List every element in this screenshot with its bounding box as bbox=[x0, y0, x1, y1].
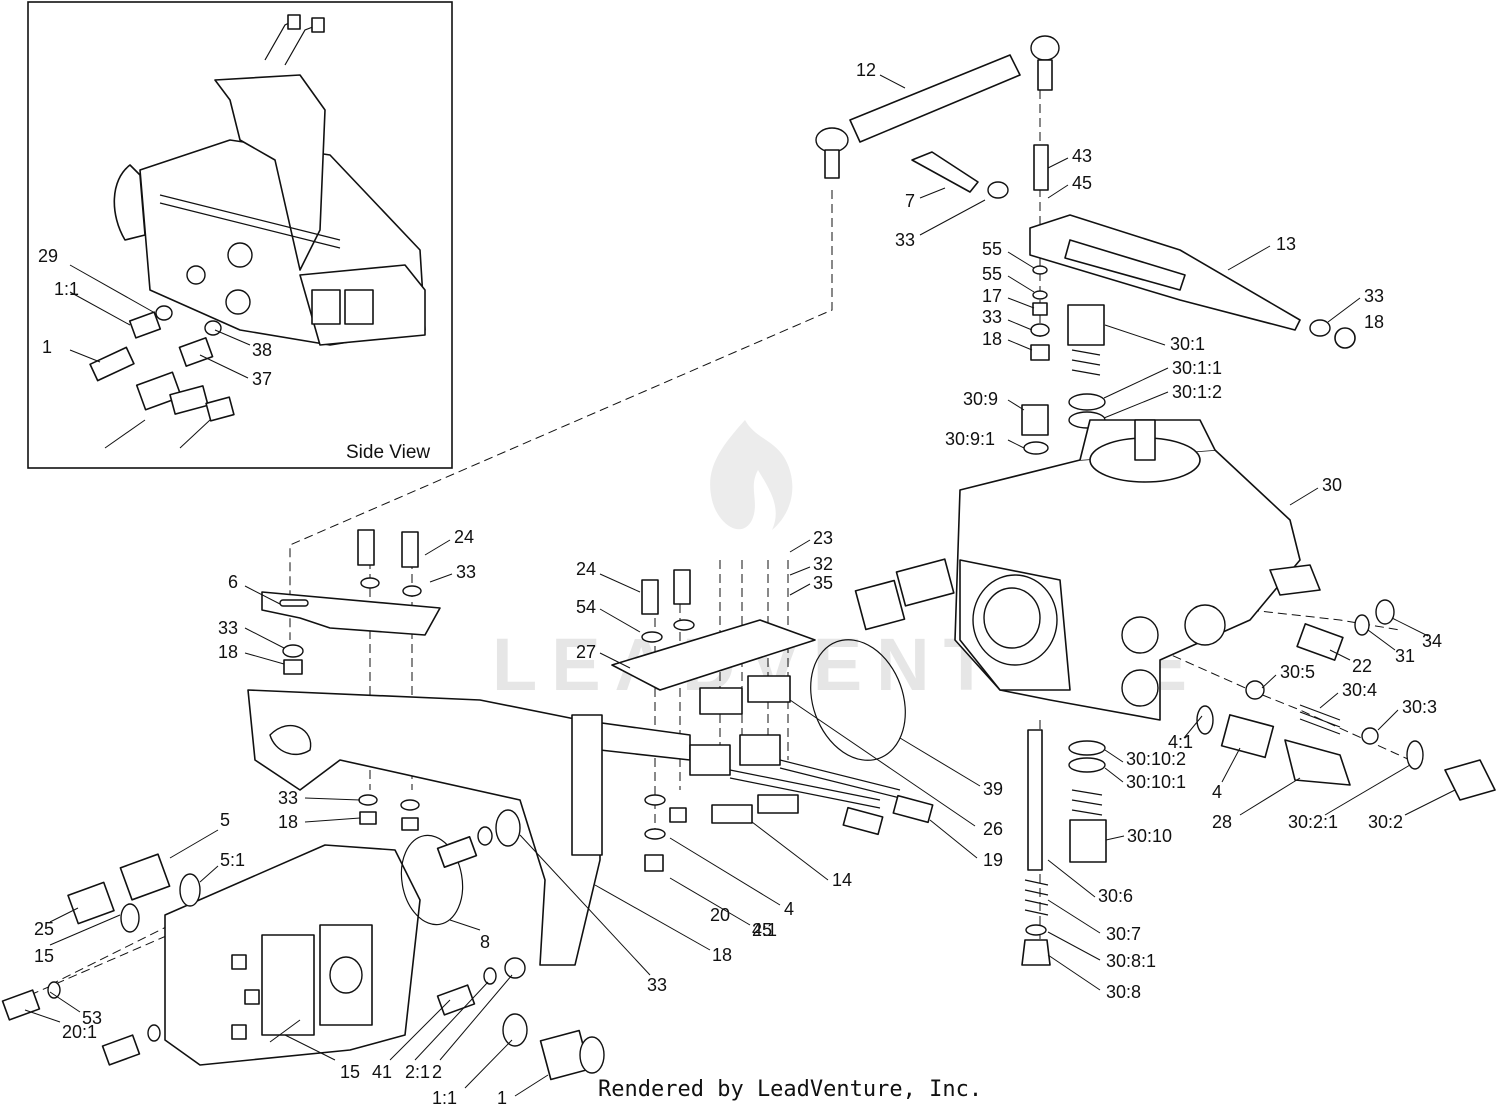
callout: 4 bbox=[1212, 782, 1222, 802]
callout: 19 bbox=[983, 850, 1003, 870]
callout: 5 bbox=[220, 810, 230, 830]
callout: 38 bbox=[252, 340, 272, 360]
callout: 22 bbox=[1352, 656, 1372, 676]
callout: 15 bbox=[340, 1062, 360, 1082]
inset-fittings bbox=[89, 305, 235, 422]
linkage-rod bbox=[815, 35, 1060, 179]
callout: 33 bbox=[278, 788, 298, 808]
side-view-caption: Side View bbox=[346, 442, 430, 463]
callout: 2:1 bbox=[405, 1062, 430, 1082]
callout: 23 bbox=[813, 528, 833, 548]
callout: 30:9:1 bbox=[945, 429, 995, 449]
callout: 4:1 bbox=[1168, 732, 1193, 752]
callout: 31 bbox=[1395, 646, 1415, 666]
callout: 43 bbox=[1072, 146, 1092, 166]
callout: 1 bbox=[497, 1088, 507, 1107]
control-spool-stack bbox=[1021, 729, 1107, 966]
sensor-assembly bbox=[689, 675, 934, 836]
callout: 30:2 bbox=[1368, 812, 1403, 832]
callout: 33 bbox=[982, 307, 1002, 327]
callout: 1 bbox=[42, 337, 52, 357]
callout: 25 bbox=[34, 919, 54, 939]
callout: 30:8:1 bbox=[1106, 951, 1156, 971]
callout: 30:6 bbox=[1098, 886, 1133, 906]
callout: 18 bbox=[218, 642, 238, 662]
callout: 1:1 bbox=[54, 279, 79, 299]
callout: 30:1:1 bbox=[1172, 358, 1222, 378]
callout: 4 bbox=[784, 899, 794, 919]
rendered-by-credit: Rendered by LeadVenture, Inc. bbox=[598, 1077, 982, 1102]
callout: 55 bbox=[982, 239, 1002, 259]
callout: 30:7 bbox=[1106, 924, 1141, 944]
callout: 20 bbox=[710, 905, 730, 925]
callout: 54 bbox=[576, 597, 596, 617]
callout-leaders bbox=[24, 74, 1456, 1097]
callout: 24 bbox=[576, 559, 596, 579]
callout: 30:3 bbox=[1402, 697, 1437, 717]
callout: 33 bbox=[218, 618, 238, 638]
callout: 30:5 bbox=[1280, 662, 1315, 682]
callout: 32 bbox=[813, 554, 833, 574]
callout: 41 bbox=[372, 1062, 392, 1082]
callout: 30:2:1 bbox=[1288, 812, 1338, 832]
callout: 13 bbox=[1276, 234, 1296, 254]
callout: 27 bbox=[576, 642, 596, 662]
callout: 35 bbox=[813, 573, 833, 593]
callout: 33 bbox=[647, 975, 667, 995]
callout: 18 bbox=[712, 945, 732, 965]
callout: 8 bbox=[480, 932, 490, 952]
bolt-7 bbox=[911, 151, 1009, 199]
mounting-plates bbox=[261, 529, 816, 691]
callout: 29 bbox=[38, 246, 58, 266]
callout: 18 bbox=[982, 329, 1002, 349]
pump-bracket bbox=[247, 689, 691, 966]
callout: 24 bbox=[454, 527, 474, 547]
callout: 30 bbox=[1322, 475, 1342, 495]
callout: 5:1 bbox=[220, 850, 245, 870]
callout: 33 bbox=[1364, 286, 1384, 306]
callout: 30:1:2 bbox=[1172, 382, 1222, 402]
callout-labels: 12 43 45 7 33 13 55 55 17 33 18 33 18 30… bbox=[34, 60, 1442, 1107]
callout: 30:9 bbox=[963, 389, 998, 409]
callout: 30:10:2 bbox=[1126, 749, 1186, 769]
callout: 55 bbox=[982, 264, 1002, 284]
o-ring-39 bbox=[810, 639, 906, 761]
callout: 33 bbox=[456, 562, 476, 582]
callout: 39 bbox=[983, 779, 1003, 799]
callout: 15 bbox=[34, 946, 54, 966]
callout: 7 bbox=[905, 191, 915, 211]
gear-pump-fittings bbox=[1, 809, 605, 1081]
control-arm bbox=[1029, 144, 1356, 349]
callout: 33 bbox=[895, 230, 915, 250]
callout: 30:1 bbox=[1170, 334, 1205, 354]
callout: 25 bbox=[752, 920, 772, 940]
callout: 2 bbox=[432, 1062, 442, 1082]
callout: 26 bbox=[983, 819, 1003, 839]
hydrostatic-pump bbox=[954, 419, 1321, 721]
side-view-inset: Side View bbox=[27, 1, 453, 469]
callout: 34 bbox=[1422, 631, 1442, 651]
callout: 30:8 bbox=[1106, 982, 1141, 1002]
arm-hardware-stack bbox=[1030, 265, 1050, 361]
callout: 1:1 bbox=[432, 1088, 457, 1107]
callout: 17 bbox=[982, 286, 1002, 306]
charge-gear-pump bbox=[164, 834, 464, 1066]
callout: 53 bbox=[82, 1008, 102, 1028]
callout: 30:4 bbox=[1342, 680, 1377, 700]
callout: 30:10:1 bbox=[1126, 772, 1186, 792]
callout: 20:1 bbox=[62, 1022, 97, 1042]
callout: 4:1 bbox=[752, 920, 777, 940]
callout: 30:10 bbox=[1127, 826, 1172, 846]
callout: 18 bbox=[278, 812, 298, 832]
callout: 18 bbox=[1364, 312, 1384, 332]
callout: 6 bbox=[228, 572, 238, 592]
callout: 14 bbox=[832, 870, 852, 890]
callout: 37 bbox=[252, 369, 272, 389]
callout: 12 bbox=[856, 60, 876, 80]
pump-side-fitting bbox=[854, 558, 955, 631]
callout: 45 bbox=[1072, 173, 1092, 193]
callout: 28 bbox=[1212, 812, 1232, 832]
pump-right-fittings bbox=[1196, 599, 1496, 801]
